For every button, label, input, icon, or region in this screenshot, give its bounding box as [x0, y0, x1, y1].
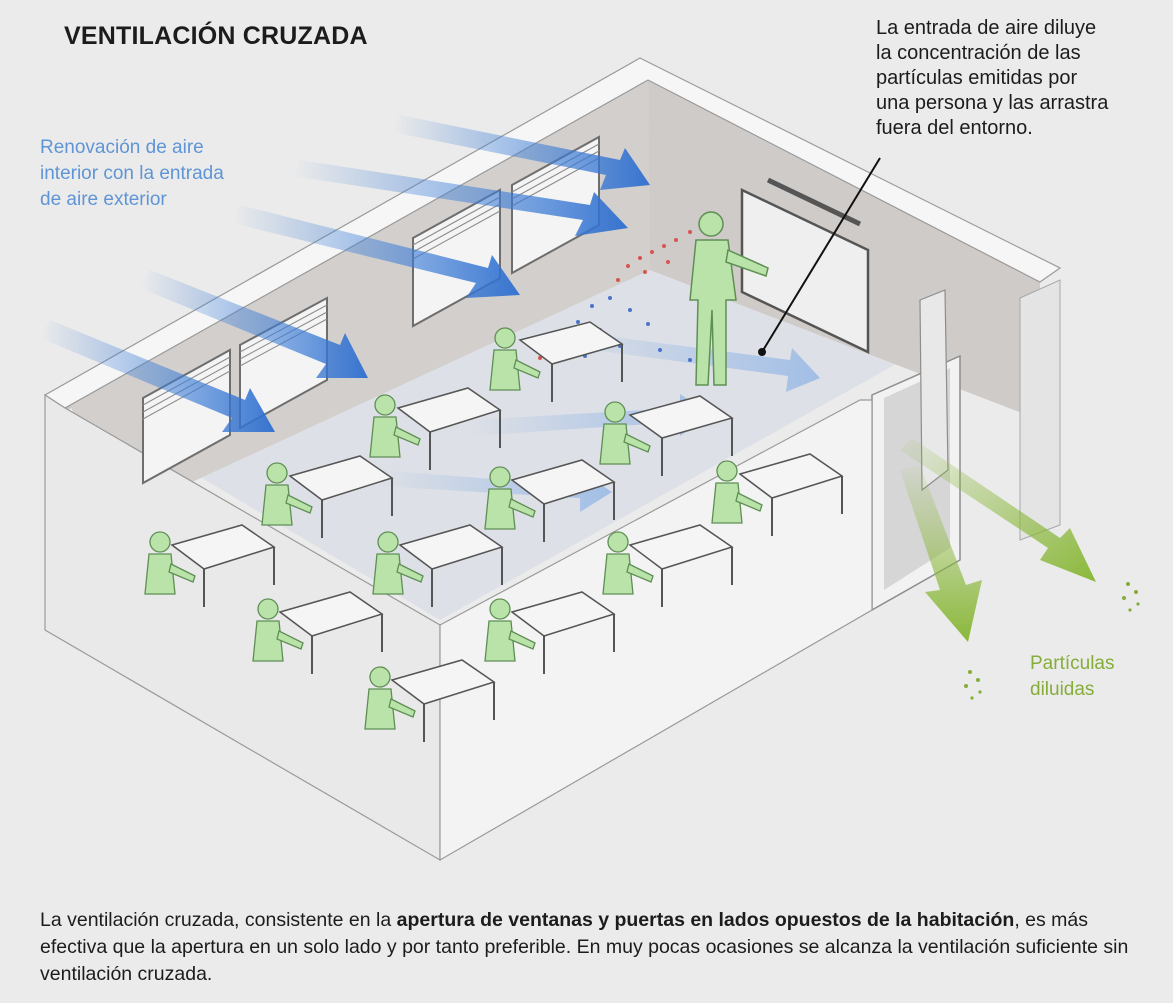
outflow-arrows: [900, 438, 1096, 642]
inflow-arrow: [232, 205, 520, 298]
student: [484, 466, 536, 530]
front-wall-right: [439, 399, 873, 862]
callout-line: fuera del entorno.: [876, 117, 1033, 139]
inflow-arrow: [292, 160, 628, 236]
caption-part2: , es más efectiva que la apertura en un …: [40, 909, 1129, 985]
diluted-particles: [964, 582, 1140, 700]
inflow-label-line: interior con la entrada: [40, 163, 224, 184]
outflow-arrow: [900, 465, 982, 642]
student: [599, 401, 651, 465]
caption-part1: La ventilación cruzada, consistente en l…: [40, 909, 397, 931]
callout-line: una persona y las arrastra: [876, 92, 1109, 114]
inflow-arrow: [40, 320, 275, 432]
student: [252, 598, 304, 662]
outflow-label: Partículas diluidas: [1030, 651, 1114, 703]
student: [711, 460, 763, 524]
teacher-figure: [689, 211, 769, 386]
callout-line: La entrada de aire diluye: [876, 17, 1097, 39]
students: [144, 327, 763, 730]
outflow-label-line: Partículas: [1030, 653, 1115, 674]
callout-line: partículas emitidas por: [876, 67, 1078, 89]
student: [602, 531, 654, 595]
desk-legs: [203, 344, 843, 742]
callout-text: La entrada de aire diluye la concentraci…: [876, 16, 1168, 141]
caption-text: La ventilación cruzada, consistente en l…: [40, 907, 1150, 988]
callout-line: la concentración de las: [876, 42, 1081, 64]
student: [261, 462, 313, 526]
student: [369, 394, 421, 458]
student: [144, 531, 196, 595]
diagram-title: VENTILACIÓN CRUZADA: [64, 22, 368, 50]
student: [489, 327, 541, 391]
inflow-arrow: [392, 115, 650, 190]
student: [372, 531, 424, 595]
inflow-drift: [470, 394, 710, 436]
inflow-label-line: Renovación de aire: [40, 137, 204, 158]
desks: [170, 321, 844, 705]
inflow-label: Renovación de aire interior con la entra…: [40, 135, 224, 213]
door-wall: [1019, 279, 1061, 541]
inflow-arrow: [140, 270, 368, 378]
inflow-label-line: de aire exterior: [40, 189, 167, 210]
caption-bold: apertura de ventanas y puertas en lados …: [396, 909, 1015, 931]
callout-leader-dot: [758, 348, 766, 356]
student: [364, 666, 416, 730]
callout-leader: [761, 157, 881, 353]
student: [484, 598, 536, 662]
outflow-arrow: [900, 438, 1096, 582]
inflow-arrows: [40, 115, 820, 512]
outflow-label-line: diluidas: [1030, 679, 1095, 700]
